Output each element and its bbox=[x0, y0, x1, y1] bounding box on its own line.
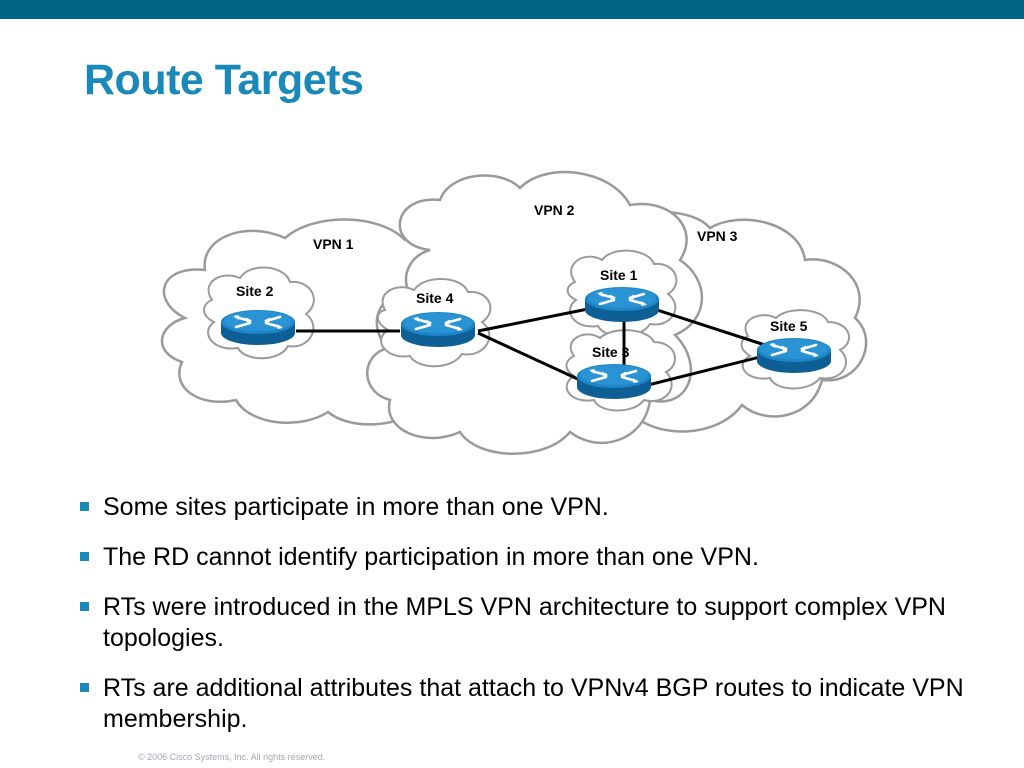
vpn-topology-diagram: VPN 1 VPN 2 VPN 3 Site 1 Site 2 Site 3 S… bbox=[160, 170, 868, 455]
copyright-footer: © 2006 Cisco Systems, Inc. All rights re… bbox=[138, 752, 326, 762]
router-icon bbox=[219, 308, 297, 347]
router-icon bbox=[583, 285, 661, 324]
list-item: RTs are additional attributes that attac… bbox=[80, 673, 980, 735]
router-icon bbox=[399, 310, 477, 349]
list-item: The RD cannot identify participation in … bbox=[80, 542, 980, 573]
square-bullet-icon bbox=[80, 552, 89, 561]
vpn2-label: VPN 2 bbox=[534, 202, 575, 218]
router-icon bbox=[755, 336, 833, 375]
page-title: Route Targets bbox=[84, 56, 364, 104]
site5-label: Site 5 bbox=[770, 318, 808, 334]
square-bullet-icon bbox=[80, 502, 89, 511]
bullet-text: Some sites participate in more than one … bbox=[103, 493, 609, 521]
square-bullet-icon bbox=[80, 602, 89, 611]
list-item: Some sites participate in more than one … bbox=[80, 492, 980, 523]
link-site3-site5 bbox=[647, 354, 765, 387]
list-item: RTs were introduced in the MPLS VPN arch… bbox=[80, 592, 980, 654]
top-banner bbox=[0, 0, 1024, 19]
bullet-list: Some sites participate in more than one … bbox=[80, 492, 980, 754]
site1-label: Site 1 bbox=[600, 267, 638, 283]
site2-label: Site 2 bbox=[236, 283, 274, 299]
link-site1-site5 bbox=[653, 307, 769, 348]
vpn3-label: VPN 3 bbox=[697, 228, 738, 244]
site4-label: Site 4 bbox=[416, 290, 454, 306]
router-icon bbox=[575, 362, 653, 401]
site3-label: Site 3 bbox=[592, 344, 630, 360]
link-site4-site1 bbox=[477, 307, 589, 333]
bullet-text: RTs are additional attributes that attac… bbox=[103, 674, 964, 733]
bullet-text: The RD cannot identify participation in … bbox=[103, 543, 759, 571]
square-bullet-icon bbox=[80, 683, 89, 692]
vpn1-label: VPN 1 bbox=[313, 236, 354, 252]
link-site4-site3 bbox=[477, 331, 583, 383]
bullet-text: RTs were introduced in the MPLS VPN arch… bbox=[103, 593, 946, 652]
